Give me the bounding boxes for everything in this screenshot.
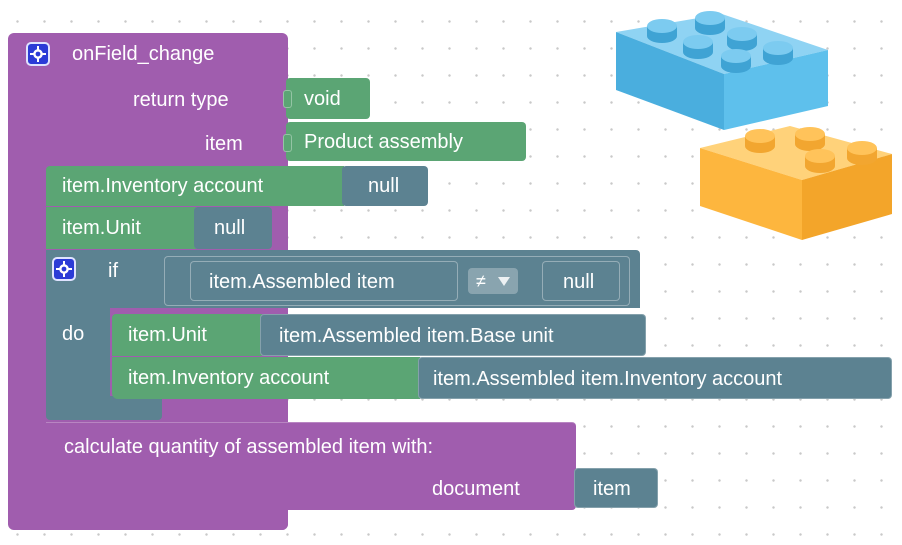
document-param-value-block[interactable]: item: [574, 468, 658, 508]
do-statement-value: item.Assembled item.Inventory account: [433, 368, 783, 390]
do-statement-field: item.Inventory account: [128, 367, 330, 389]
calculate-block[interactable]: calculate quantity of assembled item wit…: [46, 422, 576, 510]
item-param-value: Product assembly: [304, 131, 463, 153]
statement-field: item.Inventory account: [62, 175, 264, 197]
statement-value-block[interactable]: null: [194, 207, 272, 249]
chevron-down-icon: [498, 277, 510, 286]
set-unit-block[interactable]: item.Unit: [46, 207, 196, 249]
do-statement-value-block[interactable]: item.Assembled item.Inventory account: [418, 357, 892, 399]
return-type-value: void: [304, 88, 341, 110]
item-param-value-block[interactable]: Product assembly: [283, 122, 526, 161]
if-keyword: if: [108, 260, 118, 282]
gear-icon[interactable]: [52, 257, 76, 281]
statement-value: null: [368, 175, 400, 197]
set-inventory-account-block[interactable]: item.Inventory account: [46, 166, 344, 206]
do-statement-value: item.Assembled item.Base unit: [279, 325, 554, 347]
return-type-label: return type: [133, 89, 229, 111]
document-param-value: item: [593, 478, 631, 500]
do-statement-field: item.Unit: [128, 324, 207, 346]
condition-right-block[interactable]: null: [542, 261, 620, 301]
do-keyword: do: [62, 323, 85, 345]
lego-bricks-logo: [616, 11, 892, 240]
function-name[interactable]: onField_change: [72, 43, 215, 65]
lego-brick-blue: [616, 11, 828, 130]
return-type-value-block[interactable]: void: [283, 78, 370, 119]
set-inventory-account-block[interactable]: item.Inventory account: [112, 357, 420, 399]
condition-left-text: item.Assembled item: [209, 271, 395, 293]
statement-field: item.Unit: [62, 217, 141, 239]
operator-text: ≠: [476, 271, 486, 291]
set-unit-block[interactable]: item.Unit: [112, 314, 262, 356]
gear-icon[interactable]: [26, 42, 50, 66]
calculate-label: calculate quantity of assembled item wit…: [64, 436, 434, 458]
statement-value-block[interactable]: null: [342, 166, 428, 206]
lego-brick-orange: [700, 126, 892, 240]
condition-right-text: null: [563, 271, 595, 293]
operator-dropdown[interactable]: ≠: [468, 268, 518, 294]
item-param-label: item: [205, 133, 243, 155]
condition-left-block[interactable]: item.Assembled item: [190, 261, 458, 301]
do-statement-value-block[interactable]: item.Assembled item.Base unit: [260, 314, 646, 356]
statement-value: null: [214, 217, 246, 239]
document-param-label: document: [432, 478, 520, 500]
